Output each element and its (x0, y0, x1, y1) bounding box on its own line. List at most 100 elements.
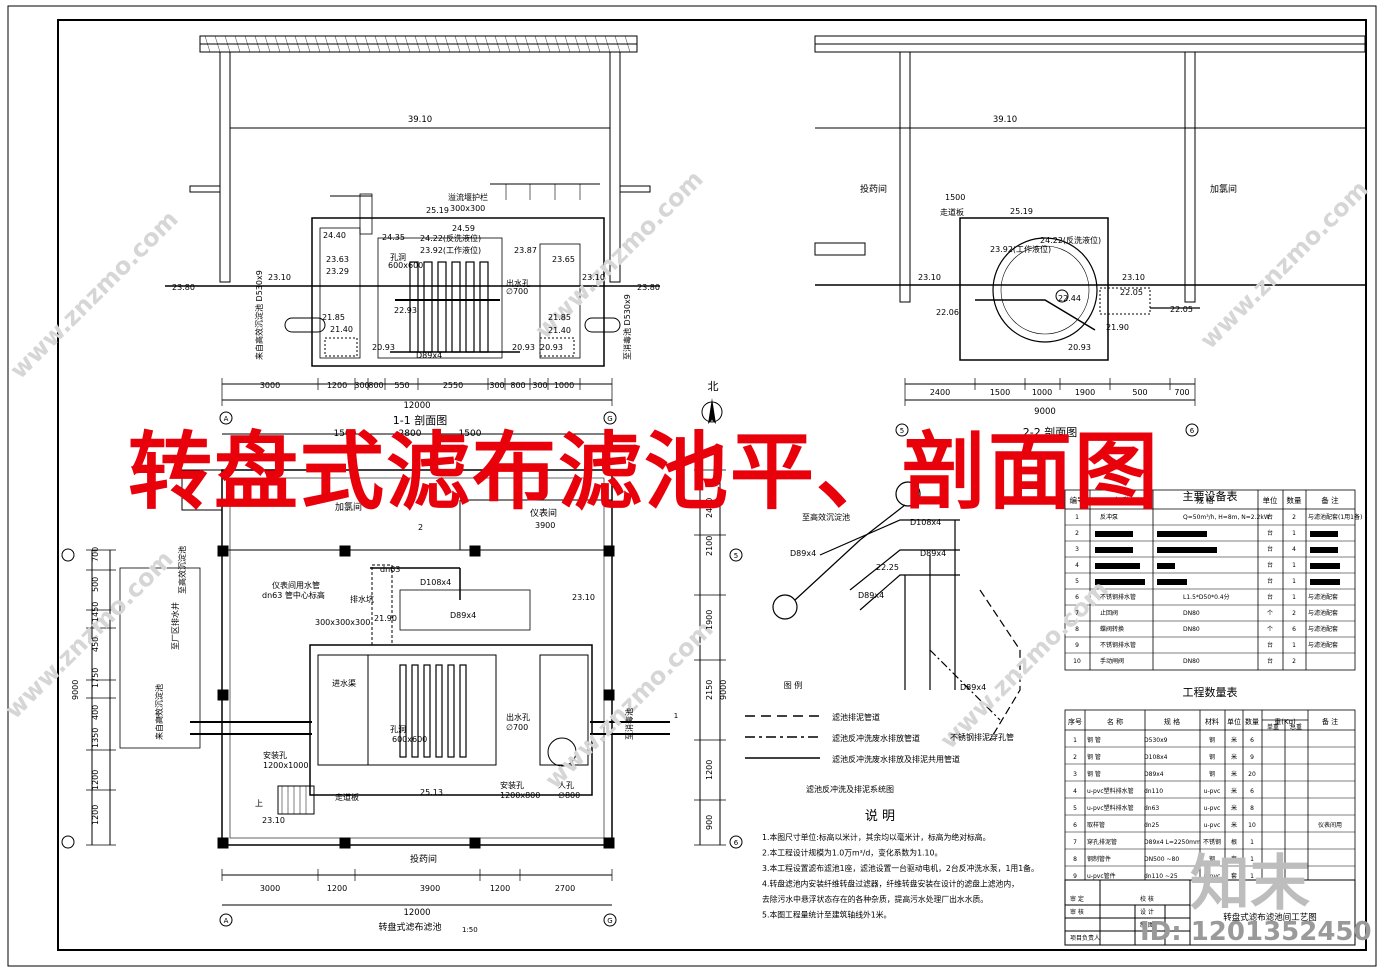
north-arrow-icon (701, 398, 723, 424)
dimension-label: 1200 (327, 381, 347, 390)
title-block-grid (1064, 879, 1356, 946)
system-label: D89x4 (960, 683, 986, 692)
dimension-label: 2700 (555, 884, 575, 893)
plan-label: 2 (418, 523, 423, 532)
quantity-table-title: 工程数量表 (1183, 685, 1238, 699)
table-cell: 7 (1075, 610, 1079, 617)
plan-label: 安装孔 (263, 750, 287, 760)
axis-marker: 1 (674, 712, 678, 720)
dimension-label: 1200 (91, 805, 100, 825)
note-line: 5.本图工程量统计至建筑轴线外1米。 (762, 910, 891, 920)
table-subheader: 单重 (1267, 723, 1279, 731)
elevation-label: 23.10 (1122, 273, 1145, 282)
dimension-label: 500 (1132, 388, 1147, 397)
section-label: D89x4 (416, 351, 442, 360)
dimension-label: 1750 (91, 668, 100, 688)
table-cell: 6 (1250, 737, 1254, 744)
table-cell: 台 (1267, 577, 1273, 585)
table-cell: 1 (1075, 514, 1079, 521)
title-block-label: 审 核 (1070, 908, 1084, 916)
axis-marker: 5 (900, 427, 904, 435)
plan-label: dn63 (380, 565, 400, 574)
table-cell: 4 (1292, 546, 1296, 553)
table-cell: 钢 (1209, 770, 1215, 778)
equipment-redactions (1095, 531, 1340, 585)
table-header: 单位 (1227, 717, 1241, 726)
room-label: 仪表间 (530, 507, 557, 519)
elevation-label: 23.87 (514, 246, 537, 255)
table-cell: 穿孔排泥管 (1087, 838, 1117, 846)
dimension-label: 900 (705, 815, 714, 830)
elevation-label: 23.10 (268, 273, 291, 282)
table-cell: 蝶阀转换 (1100, 625, 1124, 633)
elevation-label: 23.92(工作液位) (990, 244, 1051, 254)
axis-marker: 1 (156, 712, 160, 720)
legend-text: 滤池反冲洗废水排放及排泥共用管道 (832, 754, 960, 764)
table-cell: u-pvc (1204, 805, 1221, 812)
roof-span-label: 39.10 (408, 115, 432, 125)
north-label: 北 (708, 380, 719, 393)
dimension-label: 700 (91, 547, 100, 562)
dimension-label: 2150 (705, 680, 714, 700)
dimension-label: 800 (368, 381, 383, 390)
system-title: 滤池反冲洗及排泥系统图 (806, 784, 894, 794)
room-label: 加氯间 (1210, 183, 1237, 195)
dimension-label: 2800 (399, 429, 422, 439)
title-block-label: 审 定 (1070, 895, 1084, 903)
table-cell: 7 (1073, 839, 1077, 846)
table-cell: 套 (1231, 872, 1237, 880)
table-cell: dn63 (1144, 805, 1159, 812)
table-cell: 3 (1073, 771, 1077, 778)
table-cell: 6 (1075, 594, 1079, 601)
table-cell: 套 (1231, 855, 1237, 863)
elevation-label: 23.80 (172, 283, 195, 292)
table-cell: u-pvc管件 (1087, 872, 1116, 880)
table-cell: DN500 ~80 (1144, 856, 1179, 863)
table-cell: 台 (1267, 561, 1273, 569)
table-cell: 米 (1231, 787, 1237, 795)
dimension-label: 700 (1174, 388, 1189, 397)
table-header: 序号 (1068, 717, 1082, 726)
elevation-label: 21.85 (548, 313, 571, 322)
inlet-pipe-label: 来自高效沉淀池 D530x9 (254, 270, 264, 360)
table-cell: 10 (1073, 658, 1081, 665)
elevation-label: 24.22(反洗液位) (420, 233, 481, 243)
table-cell: 1 (1250, 873, 1254, 880)
elevation-label: 24.40 (323, 231, 346, 240)
room-label: 投药间 (410, 853, 437, 865)
dimension-label: 2550 (443, 381, 463, 390)
table-cell: 2 (1075, 530, 1079, 537)
dimension-label: 2400 (705, 498, 714, 518)
table-header: 名 称 (1113, 495, 1131, 505)
elevation-label: 23.65 (552, 255, 575, 264)
plan-title: 转盘式滤布滤池 (378, 921, 441, 933)
table-cell: DN80 (1183, 658, 1200, 665)
dimension-label: 300 (489, 381, 504, 390)
elevation-label: 20.93 (372, 343, 395, 352)
table-header: 单位 (1263, 495, 1279, 505)
table-header: 材料 (1205, 717, 1219, 726)
dimension-label: 500 (91, 577, 100, 592)
elevation-label: 22.06 (936, 308, 959, 317)
table-cell: 个 (1267, 610, 1273, 617)
dimension-label: 3000 (260, 381, 280, 390)
table-cell: 4 (1073, 788, 1077, 795)
notes-title: 说 明 (865, 809, 895, 824)
table-cell: 5 (1073, 805, 1077, 812)
table-header: 数量 (1287, 495, 1303, 505)
plan-label: 安装孔 (500, 780, 524, 790)
elevation-label: 21.85 (322, 313, 345, 322)
plan-label: 23.10 (572, 593, 595, 602)
table-cell: 1 (1073, 737, 1077, 744)
table-cell: dn110 ~25 (1144, 873, 1178, 880)
plan-side-label: 来自高效沉淀池 (154, 684, 164, 740)
table-cell: 9 (1075, 642, 1079, 649)
elevation-label: 22.93 (394, 306, 417, 315)
table-cell: 1 (1250, 856, 1254, 863)
plan-label: 600x600 (392, 735, 427, 744)
table-cell: DN80 (1183, 610, 1200, 617)
plan-label: 出水孔 (506, 712, 530, 722)
dimension-label: 1350 (91, 728, 100, 748)
table-cell: 台 (1267, 593, 1273, 601)
